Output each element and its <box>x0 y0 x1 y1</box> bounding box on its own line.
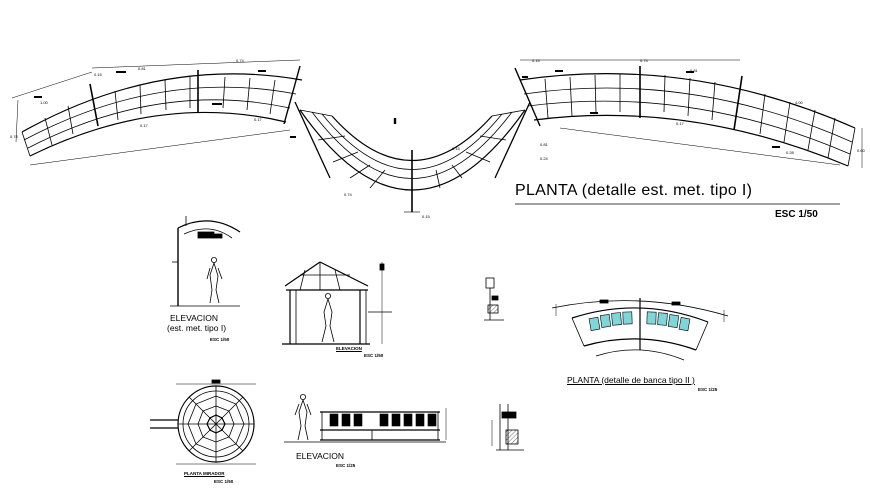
dim-label: 4.00 <box>795 100 803 105</box>
dim-label: 0.15 <box>452 146 460 151</box>
dim-label: 0.74 <box>640 58 648 63</box>
main-plan-title: PLANTA (detalle est. met. tipo I) <box>515 182 753 199</box>
dim-label: 0.17 <box>140 123 148 128</box>
elevation-3-drawing <box>284 393 447 443</box>
bench-plan-drawing <box>551 298 729 361</box>
mirador-plan-scale: ESC 1/50 <box>214 479 234 484</box>
dim-label: 0.24 <box>540 156 548 161</box>
main-plan-scale: ESC 1/50 <box>775 209 818 220</box>
dim-label: 0.74 <box>344 192 352 197</box>
dim-label: 0.81 <box>138 66 146 71</box>
dim-label: 0.17 <box>676 121 684 126</box>
dim-label: 0.81 <box>540 142 548 147</box>
detail-post-2 <box>491 404 524 451</box>
elevation-2-title: ELEVACION <box>336 346 362 351</box>
dim-label: 0.15 <box>94 72 102 77</box>
elevation-3-title: ELEVACION <box>296 451 345 461</box>
mirador-plan-drawing <box>150 379 256 465</box>
elevation-3-bench-seats <box>329 413 437 427</box>
elevation-1-drawing <box>170 216 241 307</box>
dim-label: 0.15 <box>422 214 430 219</box>
plan-left-arm <box>11 59 303 166</box>
dimension-ticks <box>34 70 780 148</box>
bench-plan-scale: ESC 1/25 <box>698 387 718 392</box>
bench-seats <box>588 311 691 332</box>
elevation-1-title: ELEVACION <box>170 313 219 323</box>
dim-label: 0.28 <box>786 150 794 155</box>
dim-label: 1.00 <box>40 100 48 105</box>
dim-label: 0.74 <box>236 58 244 63</box>
elevation-2-scale: ESC 1/50 <box>364 353 384 358</box>
dim-label: 0.78 <box>10 134 18 139</box>
elevation-3-scale: ESC 1/25 <box>336 463 356 468</box>
mirador-plan-title: PLANTA MIRADOR <box>184 471 225 476</box>
dim-label: 0.81 <box>690 68 698 73</box>
dim-label: 0.17 <box>254 117 262 122</box>
elevation-2-drawing <box>282 261 392 345</box>
detail-post-1 <box>484 277 504 321</box>
bench-plan-title: PLANTA (detalle de banca tipo II ) <box>567 375 695 385</box>
plan-right-arm <box>514 59 863 168</box>
elevation-1-subtitle: (est. met. tipo I) <box>167 323 227 333</box>
dim-label: 0.15 <box>532 58 540 63</box>
dim-label: 0.60 <box>857 148 865 153</box>
plan-center-arc <box>294 101 531 213</box>
elevation-1-scale: ESC 1/50 <box>210 337 230 342</box>
